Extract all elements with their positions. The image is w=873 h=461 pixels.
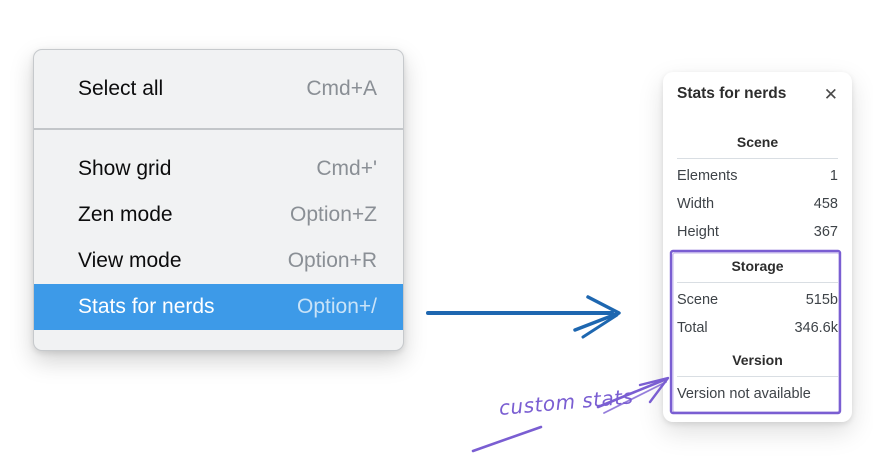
section-heading-scene: Scene — [736, 134, 779, 150]
stat-row-elements: Elements 1 — [677, 162, 838, 190]
section-divider — [677, 158, 838, 159]
version-note: Version not available — [677, 386, 811, 402]
stat-row-storage-total: Total 346.6k — [677, 314, 838, 342]
stat-value: 458 — [813, 196, 838, 212]
section-heading-version: Version — [732, 352, 783, 368]
stat-label: Total — [677, 320, 708, 336]
blue-arrow — [426, 295, 621, 339]
context-menu: Select all Cmd+A Show grid Cmd+' Zen mod… — [33, 49, 404, 351]
menu-item-select-all[interactable]: Select all Cmd+A — [34, 66, 403, 112]
menu-item-shortcut: Option+R — [287, 249, 377, 272]
stat-label: Width — [677, 196, 715, 212]
stats-panel-header: Stats for nerds ✕ — [677, 84, 838, 104]
stat-label: Elements — [677, 168, 738, 184]
stats-panel: Stats for nerds ✕ Scene Elements 1 Width… — [663, 72, 852, 422]
stat-row-storage-scene: Scene 515b — [677, 286, 838, 314]
menu-item-label: Stats for nerds — [78, 295, 215, 318]
stat-label: Scene — [677, 292, 719, 308]
menu-item-stats-for-nerds[interactable]: Stats for nerds Option+/ — [34, 284, 403, 330]
menu-item-shortcut: Cmd+A — [306, 77, 377, 100]
menu-item-label: Zen mode — [78, 203, 173, 226]
menu-item-shortcut: Option+/ — [297, 295, 377, 318]
section-divider — [677, 376, 838, 377]
menu-item-zen-mode[interactable]: Zen mode Option+Z — [34, 192, 403, 238]
menu-item-label: View mode — [78, 249, 182, 272]
stat-value: 346.6k — [794, 320, 838, 336]
section-heading-storage: Storage — [731, 258, 784, 274]
menu-item-label: Select all — [78, 77, 164, 100]
menu-item-shortcut: Cmd+' — [316, 157, 377, 180]
annotation-custom-stats: custom stats — [497, 384, 635, 420]
stats-panel-title: Stats for nerds — [677, 85, 787, 102]
stat-label: Height — [677, 224, 719, 240]
close-icon[interactable]: ✕ — [823, 84, 838, 104]
stat-row-width: Width 458 — [677, 190, 838, 218]
stat-value: 367 — [813, 224, 838, 240]
section-divider — [677, 282, 838, 283]
menu-separator — [34, 128, 403, 130]
stat-row-height: Height 367 — [677, 218, 838, 246]
menu-item-show-grid[interactable]: Show grid Cmd+' — [34, 146, 403, 192]
stat-value: 1 — [829, 168, 838, 184]
menu-item-view-mode[interactable]: View mode Option+R — [34, 238, 403, 284]
menu-item-shortcut: Option+Z — [290, 203, 377, 226]
stat-value: 515b — [805, 292, 838, 308]
menu-item-label: Show grid — [78, 157, 172, 180]
